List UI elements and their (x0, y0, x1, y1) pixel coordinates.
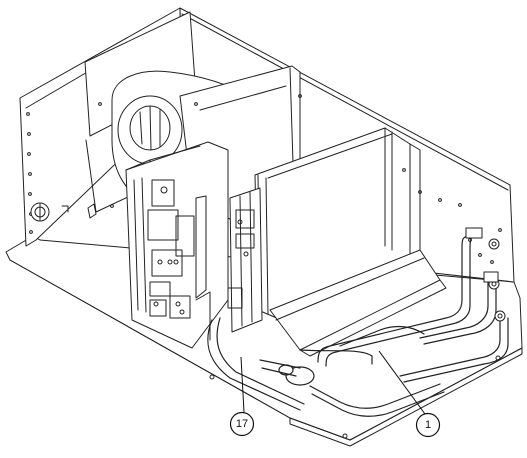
knob-icon (30, 202, 97, 222)
drain-pan (269, 249, 447, 357)
mounting-holes (98, 94, 422, 208)
callout-1: 1 (415, 412, 441, 438)
leader-line-1 (378, 350, 426, 415)
pipe-fittings (465, 227, 506, 322)
heater-strip (227, 187, 263, 333)
control-box (125, 141, 229, 349)
callout-17-label: 17 (236, 418, 248, 430)
refrigerant-piping (207, 235, 509, 417)
leader-line-17 (240, 356, 245, 413)
callout-1-label: 1 (425, 419, 431, 431)
callout-17: 17 (229, 411, 255, 437)
